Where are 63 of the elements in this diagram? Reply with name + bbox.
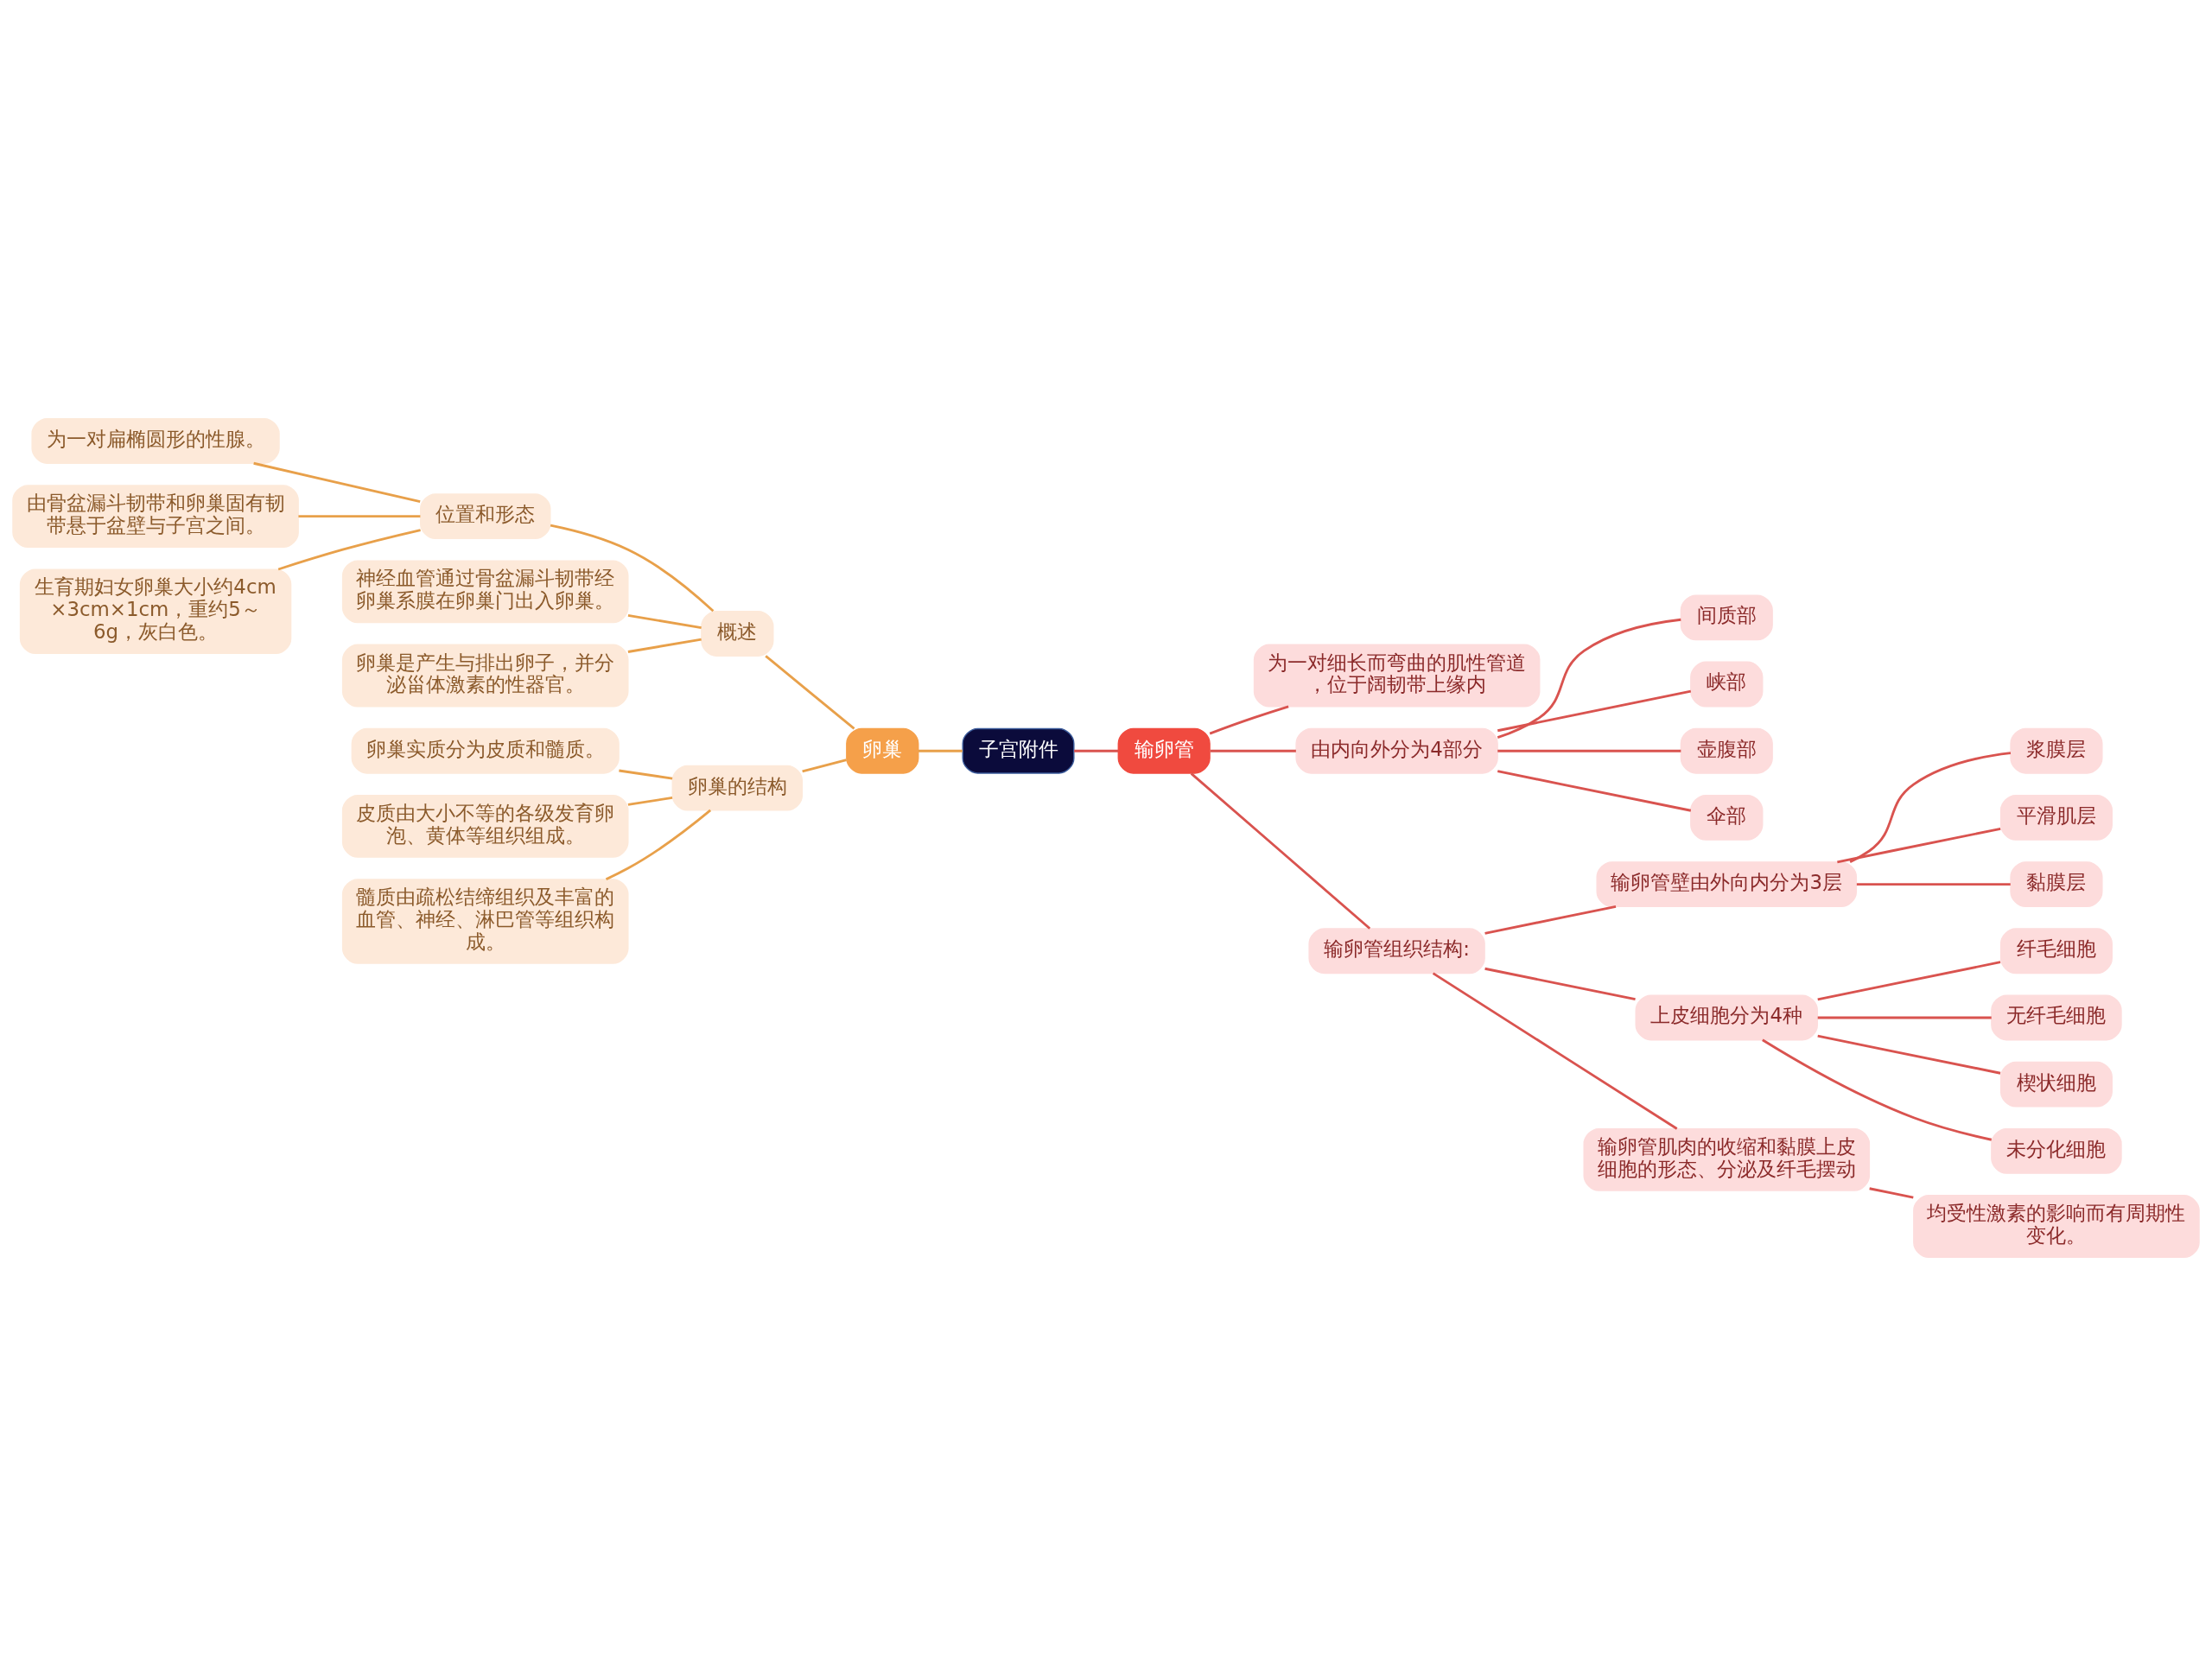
node-box: 伞部 — [1690, 794, 1764, 841]
node-box: 黏膜层 — [2010, 861, 2103, 908]
connector — [1869, 1187, 1914, 1199]
connector — [627, 797, 673, 806]
connector — [1856, 883, 2011, 886]
connector — [1432, 972, 1678, 1130]
node-box: 输卵管 — [1117, 727, 1211, 774]
node-box: 纤毛细胞 — [1999, 928, 2113, 974]
node-box: 输卵管肌肉的收缩和黏膜上皮细胞的形态、分泌及纤毛摆动 — [1583, 1127, 1871, 1191]
connector — [1849, 752, 2012, 864]
connector — [253, 461, 421, 503]
node-box: 神经血管通过骨盆漏斗韧带经卵巢系膜在卵巢门出入卵巢。 — [341, 560, 629, 624]
connector — [619, 769, 673, 780]
node-box: 由内向外分为4部分 — [1295, 727, 1498, 774]
node-box: 均受性激素的影响而有周期性变化。 — [1913, 1195, 2200, 1258]
connector — [765, 655, 855, 730]
node-box: 楔状细胞 — [1999, 1061, 2113, 1108]
node-box: 卵巢是产生与排出卵子，并分泌甾体激素的性器官。 — [341, 644, 629, 708]
node-box: 卵巢实质分为皮质和髓质。 — [351, 727, 620, 774]
connector — [1209, 705, 1289, 735]
node-box: 髓质由疏松结缔组织及丰富的血管、神经、淋巴管等组织构成。 — [341, 879, 629, 964]
node-box: 输卵管壁由外向内分为3层 — [1596, 861, 1858, 908]
connector — [1497, 618, 1681, 740]
connector — [1497, 770, 1692, 812]
connector — [1762, 1038, 1993, 1141]
node-box: 子宫附件 — [962, 727, 1075, 774]
connector — [1497, 689, 1692, 733]
connector — [1497, 749, 1681, 752]
node-box: 壶腹部 — [1680, 727, 1773, 774]
connector — [1210, 749, 1296, 752]
connector — [1817, 1016, 1992, 1019]
node-box: 生育期妇女卵巢大小约4cm×3cm×1cm，重约5～6g，灰白色。 — [19, 568, 292, 654]
connector — [627, 638, 702, 653]
node-box: 浆膜层 — [2010, 727, 2103, 774]
node-box: 由骨盆漏斗韧带和卵巢固有韧带悬于盆壁与子宫之间。 — [12, 485, 299, 549]
connector — [1074, 749, 1119, 752]
connector — [277, 529, 421, 571]
node-box: 概述 — [701, 611, 774, 657]
node-box: 为一对扁椭圆形的性腺。 — [31, 418, 280, 464]
node-box: 输卵管组织结构: — [1308, 928, 1485, 974]
node-box: 峡部 — [1690, 661, 1764, 708]
node-box: 无纤毛细胞 — [1991, 994, 2122, 1041]
connector — [1484, 905, 1617, 935]
connector — [1817, 961, 2001, 1001]
node-box: 位置和形态 — [419, 493, 551, 540]
connector — [627, 614, 702, 630]
node-box: 卵巢 — [846, 727, 919, 774]
node-box: 为一对细长而弯曲的肌性管道，位于阔韧带上缘内 — [1253, 644, 1541, 708]
connector — [605, 809, 712, 881]
node-box: 间质部 — [1680, 594, 1773, 641]
node-box: 卵巢的结构 — [671, 765, 804, 811]
connector — [918, 749, 963, 752]
node-box: 皮质由大小不等的各级发育卵泡、黄体等组织组成。 — [341, 794, 629, 858]
connector — [802, 759, 847, 773]
connector — [1484, 967, 1636, 1001]
node-box: 平滑肌层 — [1999, 794, 2113, 841]
connector — [1817, 1034, 2001, 1075]
connector — [1190, 772, 1371, 930]
connector — [298, 515, 421, 518]
node-box: 未分化细胞 — [1991, 1127, 2122, 1174]
node-box: 上皮细胞分为4种 — [1635, 994, 1819, 1041]
connector — [550, 524, 715, 613]
connector — [1837, 827, 2001, 864]
